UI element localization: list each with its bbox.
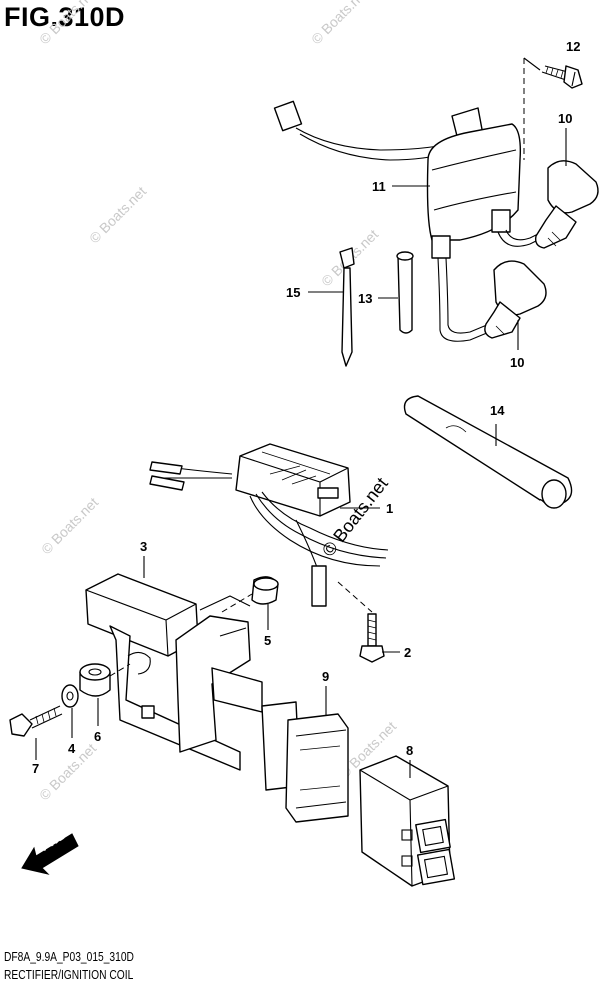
washer[interactable] bbox=[61, 684, 79, 708]
callout-3[interactable]: 3 bbox=[140, 539, 148, 554]
callout-8[interactable]: 8 bbox=[406, 743, 414, 758]
leader-dash-5 bbox=[221, 593, 253, 613]
callout-14[interactable]: 14 bbox=[490, 403, 505, 418]
bolt-12[interactable] bbox=[541, 65, 583, 89]
rectifier[interactable] bbox=[149, 443, 389, 607]
callout-10[interactable]: 10 bbox=[510, 355, 525, 370]
rubber-tube[interactable] bbox=[396, 251, 414, 334]
callout-15[interactable]: 15 bbox=[286, 285, 301, 300]
callout-5[interactable]: 5 bbox=[264, 633, 272, 648]
connector[interactable] bbox=[359, 755, 456, 887]
bolt-7[interactable] bbox=[9, 705, 63, 737]
leader-12 bbox=[523, 57, 541, 71]
figure-caption: RECTIFIER/IGNITION COIL bbox=[4, 968, 134, 982]
fwd-arrow-icon bbox=[21, 833, 79, 875]
protector-tube[interactable] bbox=[403, 395, 573, 509]
figure-code: DF8A_9.9A_P03_015_310D bbox=[4, 950, 134, 964]
fig-title: FIG.310D bbox=[4, 2, 126, 32]
bolt-2[interactable] bbox=[359, 613, 385, 663]
callout-4[interactable]: 4 bbox=[68, 741, 76, 756]
grommet[interactable] bbox=[79, 663, 111, 697]
leader-dash-2 bbox=[337, 581, 373, 613]
callout-1[interactable]: 1 bbox=[386, 501, 394, 516]
callout-12[interactable]: 12 bbox=[566, 39, 581, 54]
callout-2[interactable]: 2 bbox=[404, 645, 412, 660]
cover[interactable] bbox=[261, 701, 349, 823]
callout-6[interactable]: 6 bbox=[94, 729, 102, 744]
callout-7[interactable]: 7 bbox=[32, 761, 40, 776]
cable-tie[interactable] bbox=[339, 247, 355, 367]
ignition-coil[interactable] bbox=[273, 100, 547, 342]
plug-cap-upper[interactable] bbox=[534, 160, 599, 249]
callout-13[interactable]: 13 bbox=[358, 291, 373, 306]
callout-9[interactable]: 9 bbox=[322, 669, 330, 684]
callout-11[interactable]: 11 bbox=[372, 179, 386, 194]
leader-dash-6 bbox=[109, 663, 131, 677]
bushing[interactable] bbox=[251, 576, 279, 605]
rectifier-bracket[interactable] bbox=[85, 573, 263, 771]
callout-10[interactable]: 10 bbox=[558, 111, 573, 126]
plug-cap-lower[interactable] bbox=[484, 260, 547, 339]
